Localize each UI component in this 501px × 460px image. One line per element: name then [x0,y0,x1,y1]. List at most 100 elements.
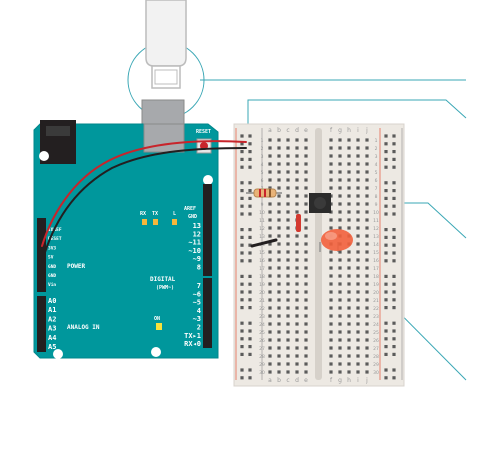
breadboard-hole [304,346,308,350]
push-button [309,193,331,213]
power-rail-hole [392,290,396,294]
breadboard-hole [365,210,369,214]
breadboard-hole [329,266,333,270]
power-rail-hole [384,134,388,138]
breadboard-column-letter: h [347,377,351,384]
breadboard-column-letter: i [357,127,359,134]
digital-pin-label: ~3 [193,315,201,323]
breadboard-hole [277,298,281,302]
breadboard-hole [286,314,290,318]
breadboard-hole [277,314,281,318]
breadboard-hole [286,210,290,214]
power-pin-label: Vin [48,282,56,288]
breadboard-hole [286,154,290,158]
breadboard-hole [295,250,299,254]
breadboard-hole [268,338,272,342]
breadboard-hole [295,170,299,174]
breadboard-hole [286,298,290,302]
breadboard-hole [347,218,351,222]
breadboard-row-number: 1 [375,138,378,144]
power-rail-hole [392,204,396,208]
breadboard-hole [304,234,308,238]
breadboard-hole [329,362,333,366]
analog-pin-label: A4 [48,334,56,342]
breadboard-hole [277,218,281,222]
breadboard-hole [295,338,299,342]
breadboard-hole [268,314,272,318]
breadboard-hole [295,290,299,294]
breadboard-hole [286,170,290,174]
breadboard-hole [295,346,299,350]
breadboard-hole [295,178,299,182]
breadboard-hole [304,162,308,166]
power-rail-hole [248,298,252,302]
breadboard-hole [338,210,342,214]
power-rail-hole [248,212,252,216]
breadboard-hole [356,282,360,286]
breadboard-hole [329,314,333,318]
power-rail-hole [248,306,252,310]
breadboard-hole [329,370,333,374]
usb-connector-plug [154,69,178,85]
analog-label: ANALOG IN [67,324,100,331]
breadboard-hole [365,282,369,286]
breadboard-hole [347,210,351,214]
breadboard-hole [347,346,351,350]
breadboard-column-letter: a [268,377,272,384]
breadboard-hole [286,258,290,262]
breadboard-hole [304,202,308,206]
breadboard-row-number: 22 [373,306,379,312]
analog-header [37,296,46,352]
breadboard-hole [304,178,308,182]
analog-pin-label: A0 [48,297,56,305]
power-rail-hole [392,345,396,349]
breadboard-column-letter: e [304,377,308,384]
breadboard-hole [277,202,281,206]
breadboard-hole [295,322,299,326]
breadboard-row-number: 20 [259,290,265,296]
power-rail-hole [248,329,252,333]
breadboard-row-number: 26 [259,338,265,344]
breadboard-hole [365,306,369,310]
digital-pin-label: ~11 [188,239,201,247]
power-rail-hole [384,282,388,286]
breadboard-hole [304,338,308,342]
power-rail-hole [240,165,244,169]
breadboard-hole [356,178,360,182]
breadboard-hole [329,258,333,262]
breadboard-hole [286,146,290,150]
breadboard-hole [365,178,369,182]
breadboard-column-letter: d [295,377,299,384]
breadboard-hole [304,258,308,262]
breadboard-hole [295,330,299,334]
power-rail-hole [384,157,388,161]
breadboard-row-number: 25 [259,330,265,336]
breadboard-hole [304,242,308,246]
power-rail-hole [248,345,252,349]
breadboard-row-number: 17 [373,266,379,272]
power-rail-hole [384,368,388,372]
breadboard-row-number: 28 [373,354,379,360]
power-rail-hole [248,196,252,200]
breadboard-hole [365,242,369,246]
resistor-horizontal [246,188,282,198]
breadboard-hole [365,370,369,374]
digital-pin-label: 12 [193,230,201,238]
breadboard-hole [347,330,351,334]
breadboard-hole [295,298,299,302]
breadboard-hole [338,218,342,222]
breadboard-hole [365,234,369,238]
power-rail-hole [248,243,252,247]
power-rail-hole [384,306,388,310]
breadboard-hole [347,202,351,206]
breadboard-hole [295,162,299,166]
breadboard-hole [286,354,290,358]
breadboard-hole [268,282,272,286]
power-rail-hole [248,142,252,146]
breadboard-hole [295,138,299,142]
breadboard-column-letter: g [338,127,342,134]
breadboard-hole [268,274,272,278]
power-rail-hole [248,189,252,193]
mount-hole [151,347,161,357]
